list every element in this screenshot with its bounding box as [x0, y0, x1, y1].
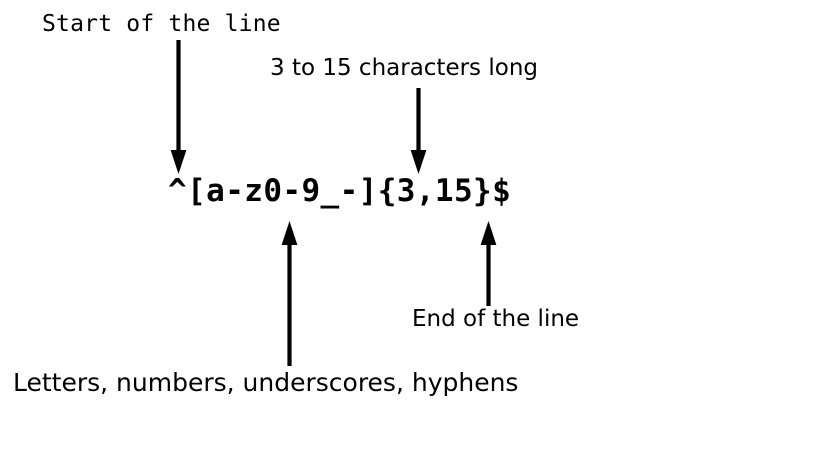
annotation-label-length-quantifier: 3 to 15 characters long	[270, 55, 538, 81]
annotation-label-end-of-line: End of the line	[412, 306, 580, 332]
regex-pattern-text: ^[a-z0-9_-]{3,15}$	[168, 173, 512, 209]
clipped-left-glyph: :	[0, 370, 3, 395]
annotation-label-character-class: Letters, numbers, underscores, hyphens	[13, 368, 519, 397]
arrow-up-end-of-line	[480, 220, 498, 306]
arrow-up-character-class	[281, 220, 299, 366]
annotation-label-start-of-line: Start of the line	[42, 11, 281, 37]
arrow-down-length-quantifier	[410, 88, 428, 176]
arrow-down-start-of-line	[170, 40, 188, 176]
